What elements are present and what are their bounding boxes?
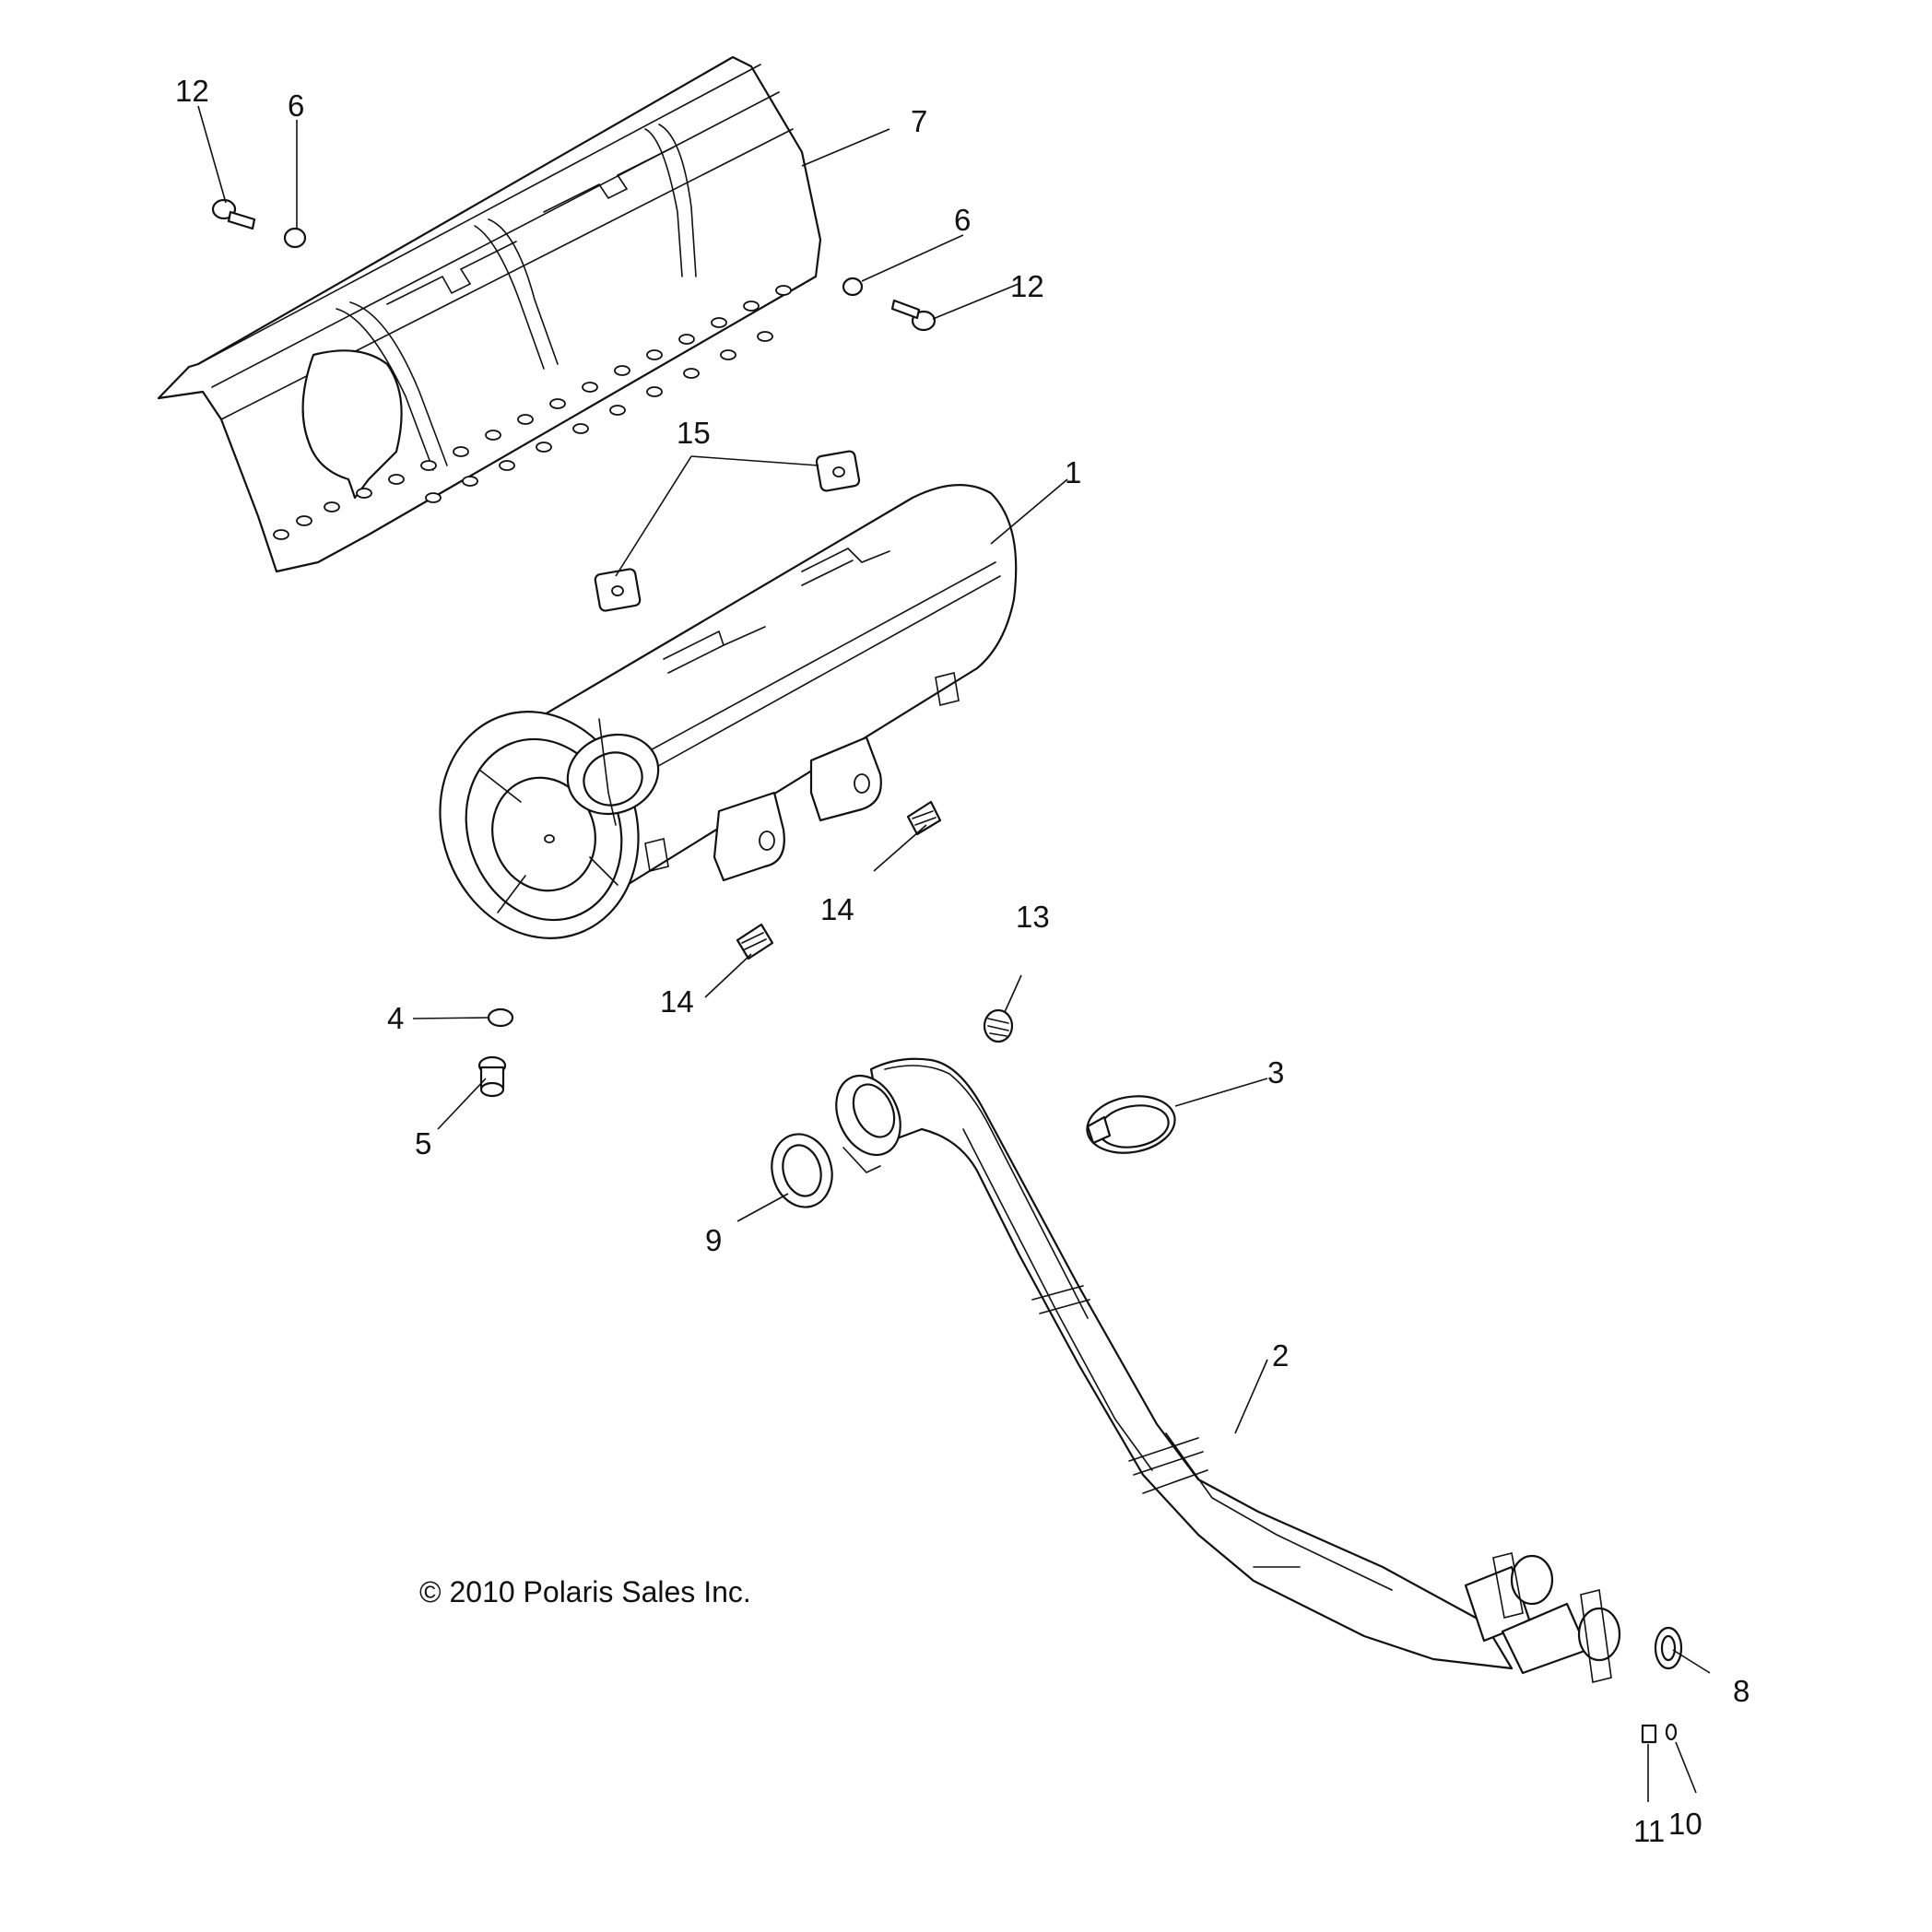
callout-14-right: 14 bbox=[820, 892, 854, 926]
callout-15: 15 bbox=[677, 416, 711, 450]
callout-6-right: 6 bbox=[954, 203, 971, 237]
washer-upper bbox=[283, 227, 307, 249]
callout-5: 5 bbox=[415, 1126, 431, 1160]
gasket-8 bbox=[1654, 1626, 1683, 1670]
callout-13: 13 bbox=[1016, 900, 1050, 934]
heat-shield bbox=[157, 55, 822, 573]
part-10 bbox=[1665, 1723, 1678, 1741]
clamp-3 bbox=[1086, 1095, 1176, 1154]
callout-2: 2 bbox=[1272, 1338, 1289, 1372]
callout-7: 7 bbox=[911, 104, 927, 138]
drain-plug-5 bbox=[477, 1055, 507, 1098]
washer-4 bbox=[487, 1007, 514, 1028]
callout-10: 10 bbox=[1668, 1807, 1702, 1841]
part-11 bbox=[1641, 1724, 1657, 1744]
isolator-upper bbox=[815, 450, 861, 492]
callout-9: 9 bbox=[705, 1223, 722, 1257]
callout-11: 11 bbox=[1633, 1814, 1665, 1848]
callout-8: 8 bbox=[1733, 1674, 1749, 1708]
head-pipe bbox=[835, 1057, 1621, 1683]
callout-12-right: 12 bbox=[1010, 269, 1044, 303]
isolator-lower bbox=[594, 568, 642, 612]
spring-right bbox=[906, 800, 942, 836]
bolt-upper-left bbox=[211, 198, 256, 230]
callout-12-upper: 12 bbox=[175, 74, 209, 108]
callout-14-left: 14 bbox=[660, 984, 694, 1019]
copyright-notice: © 2010 Polaris Sales Inc. bbox=[419, 1575, 751, 1608]
bolt-right bbox=[890, 299, 937, 332]
spring-left bbox=[736, 923, 774, 960]
callout-3: 3 bbox=[1267, 1055, 1284, 1090]
shield-perforations bbox=[273, 285, 792, 540]
leader-lines bbox=[197, 105, 1711, 1802]
callout-4: 4 bbox=[387, 1001, 404, 1035]
washer-right bbox=[842, 277, 864, 297]
callout-1: 1 bbox=[1065, 455, 1081, 489]
gasket-9 bbox=[771, 1133, 833, 1208]
callout-6-upper: 6 bbox=[288, 88, 304, 123]
muffler bbox=[439, 484, 1018, 939]
spring-13 bbox=[983, 1008, 1014, 1043]
